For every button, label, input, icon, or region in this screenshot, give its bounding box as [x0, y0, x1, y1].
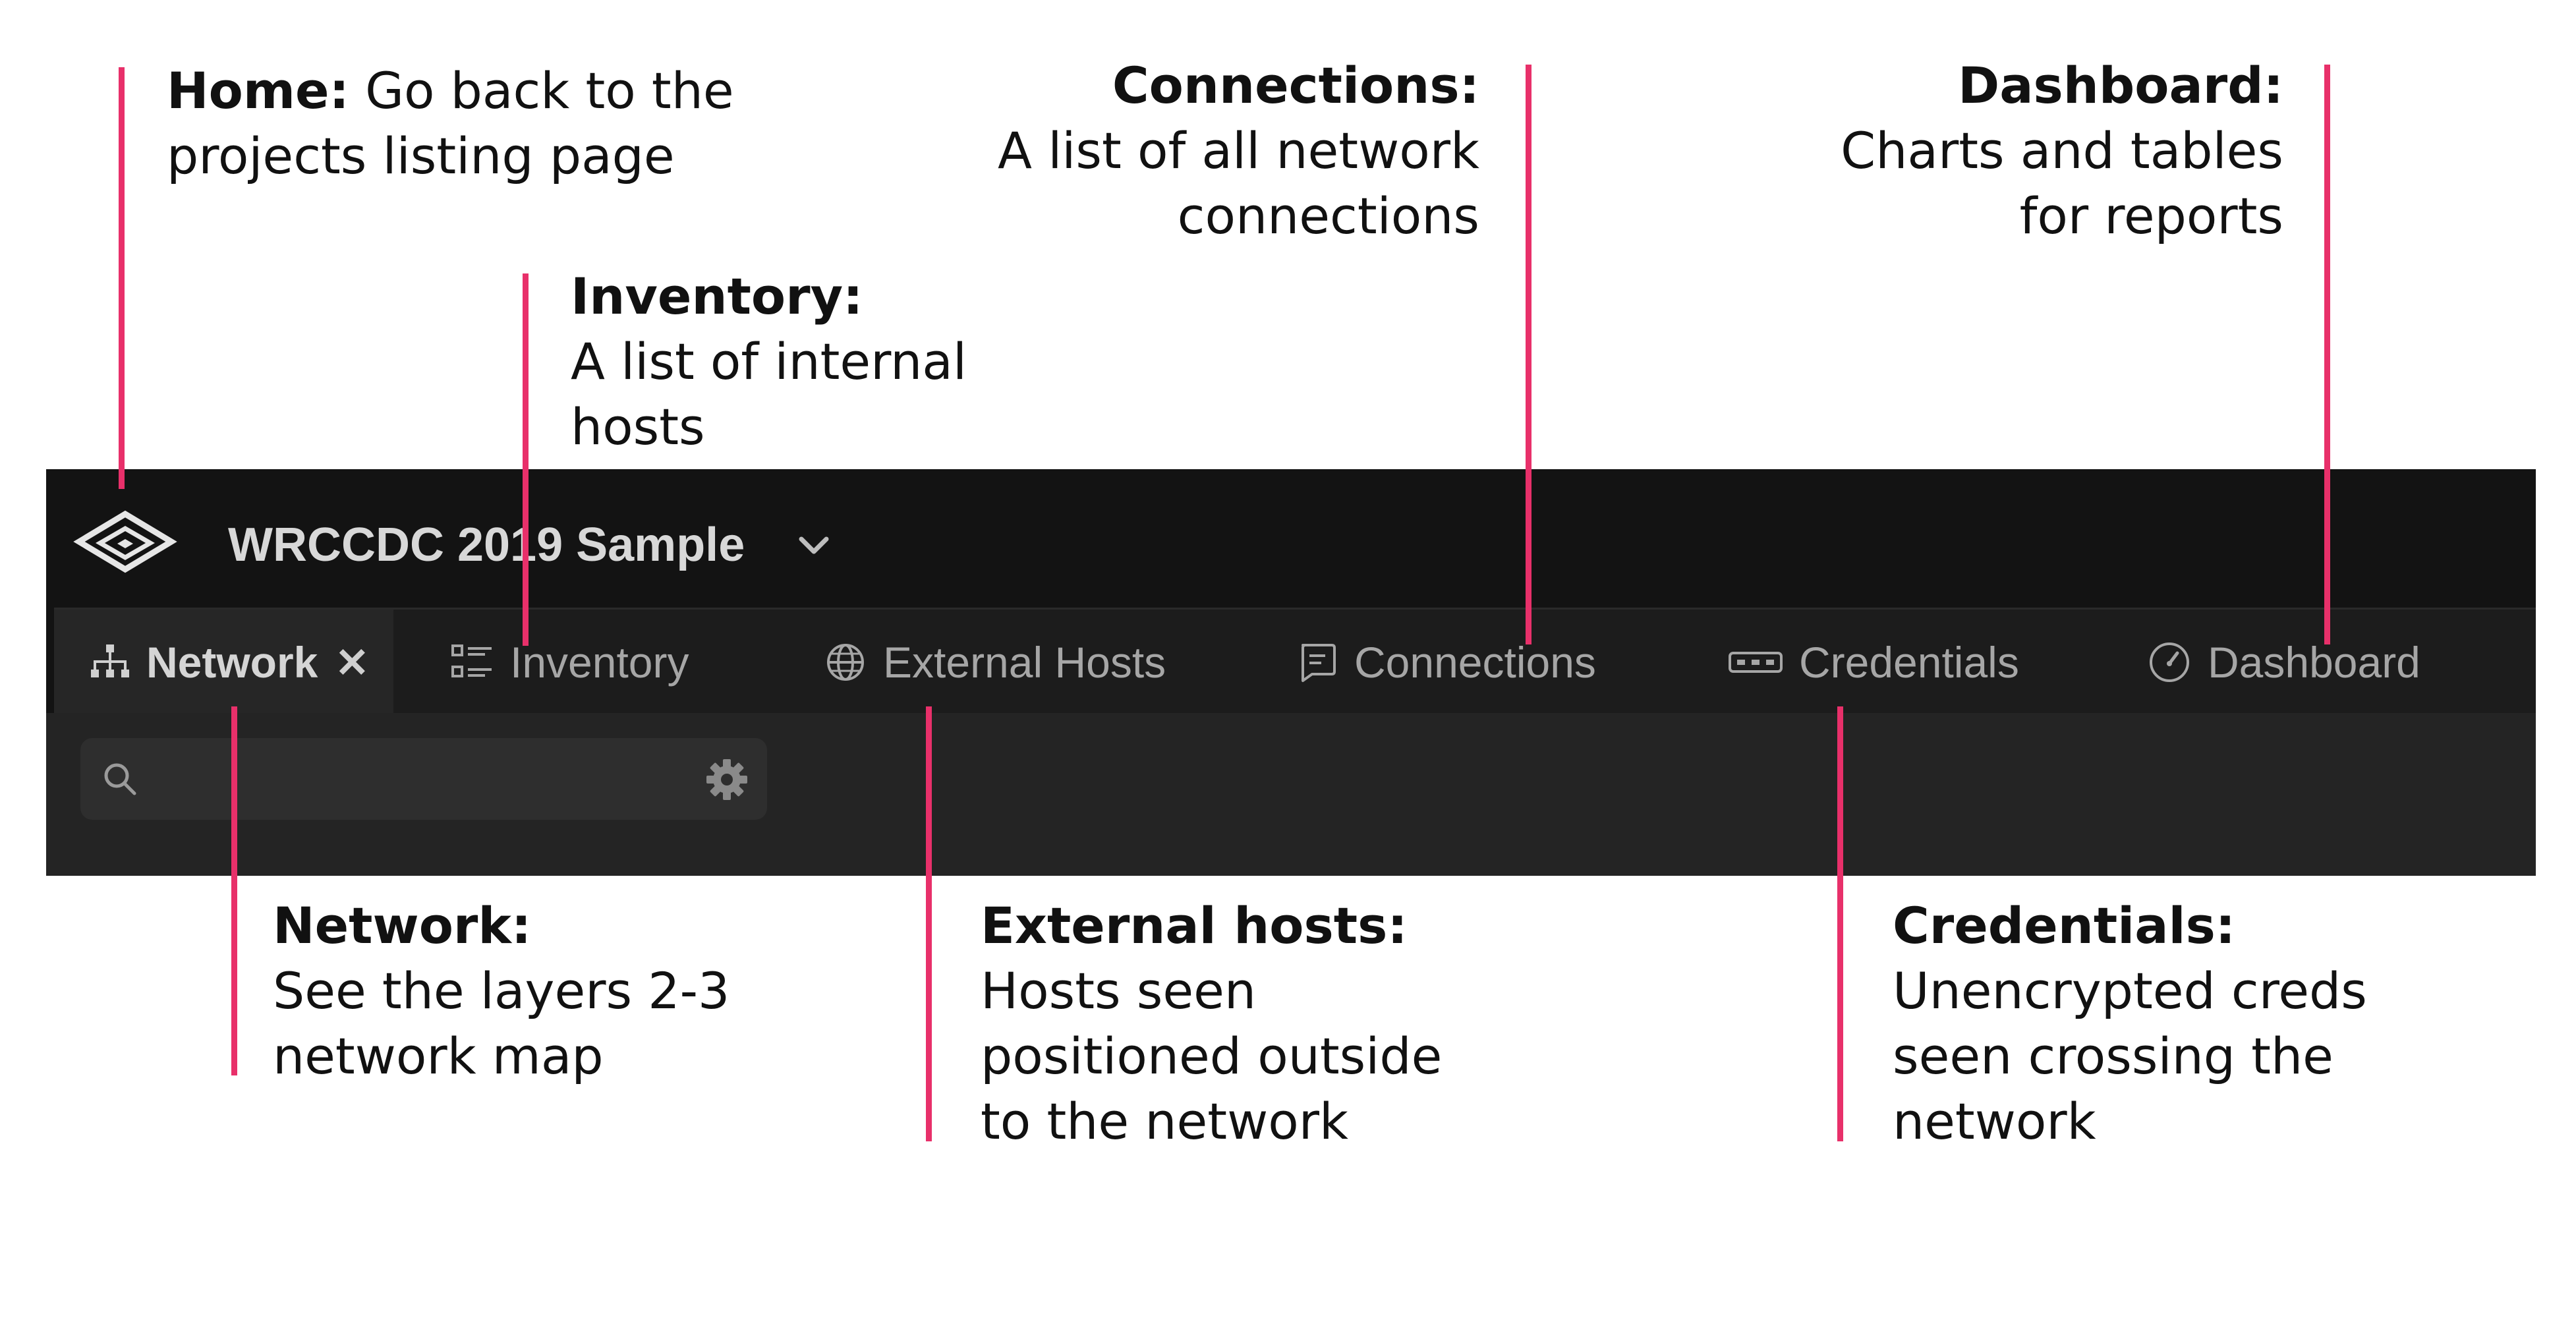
tab-label: Connections [1354, 638, 1596, 687]
toolbar [46, 713, 2536, 876]
tab-bar: Network ✕ Inventory Exter [54, 608, 2536, 715]
annotation-external-hosts: External hosts: Hosts seen positioned ou… [981, 893, 1508, 1154]
annotation-description: A list of all network connections [998, 121, 1479, 245]
tab-label: Inventory [510, 638, 689, 687]
annotation-title: Connections: [1112, 56, 1479, 115]
annotation-home: Home: Go back to the projects listing pa… [167, 58, 760, 188]
annotation-description: See the layers 2-3 network map [273, 961, 730, 1085]
list-icon [451, 644, 492, 677]
home-logo-icon[interactable] [72, 509, 178, 581]
tab-connections[interactable]: Connections [1296, 610, 1596, 715]
tab-dashboard[interactable]: Dashboard [2147, 610, 2420, 715]
globe-icon [827, 644, 864, 681]
callout-line-connections [1526, 65, 1531, 644]
top-bar: WRCCDC 2019 Sample [46, 469, 2536, 608]
tab-network[interactable]: Network ✕ [54, 610, 393, 715]
callout-line-home [119, 67, 125, 489]
tab-external-hosts[interactable]: External Hosts [824, 610, 1166, 715]
close-icon[interactable]: ✕ [335, 640, 370, 686]
annotation-inventory: Inventory: A list of internal hosts [571, 264, 1045, 459]
annotation-title: Dashboard: [1958, 56, 2283, 115]
network-tree-icon [91, 644, 129, 677]
callout-line-external-hosts [926, 706, 932, 1141]
chevron-down-icon[interactable] [791, 522, 837, 568]
search-icon [104, 763, 136, 795]
annotation-title: Home: [167, 61, 349, 120]
callout-line-credentials [1837, 706, 1843, 1141]
app-window: WRCCDC 2019 Sample Network ✕ [46, 469, 2536, 876]
callout-line-dashboard [2324, 65, 2330, 644]
annotation-description: Charts and tables for reports [1841, 121, 2283, 245]
gear-icon[interactable] [705, 758, 749, 801]
annotation-description: Unencrypted creds seen crossing the netw… [1893, 961, 2367, 1151]
annotation-description: A list of internal hosts [571, 332, 967, 456]
gauge-icon [2150, 643, 2189, 682]
annotation-description: Hosts seen positioned outside to the net… [981, 961, 1443, 1151]
annotation-title: Network: [273, 896, 532, 955]
tab-credentials[interactable]: Credentials [1728, 610, 2019, 715]
tab-label: Dashboard [2208, 638, 2420, 687]
project-title[interactable]: WRCCDC 2019 Sample [228, 519, 745, 571]
tab-inventory[interactable]: Inventory [451, 610, 689, 715]
annotation-credentials: Credentials: Unencrypted creds seen cros… [1893, 893, 2459, 1154]
tab-label: Network [146, 638, 318, 687]
password-dots-icon [1729, 652, 1783, 673]
annotation-dashboard: Dashboard: Charts and tables for reports [1792, 53, 2283, 248]
annotation-title: Inventory: [571, 267, 863, 326]
annotation-network: Network: See the layers 2-3 network map [273, 893, 760, 1089]
tab-label: External Hosts [883, 638, 1166, 687]
annotation-title: Credentials: [1893, 896, 2236, 955]
annotation-description: Go back to the projects listing page [167, 61, 734, 185]
message-icon [1302, 644, 1336, 682]
callout-line-inventory [523, 273, 529, 646]
annotation-connections: Connections: A list of all network conne… [923, 53, 1479, 248]
annotation-title: External hosts: [981, 896, 1408, 955]
search-box[interactable] [80, 738, 767, 820]
tab-label: Credentials [1799, 638, 2019, 687]
callout-line-network [231, 706, 237, 1075]
